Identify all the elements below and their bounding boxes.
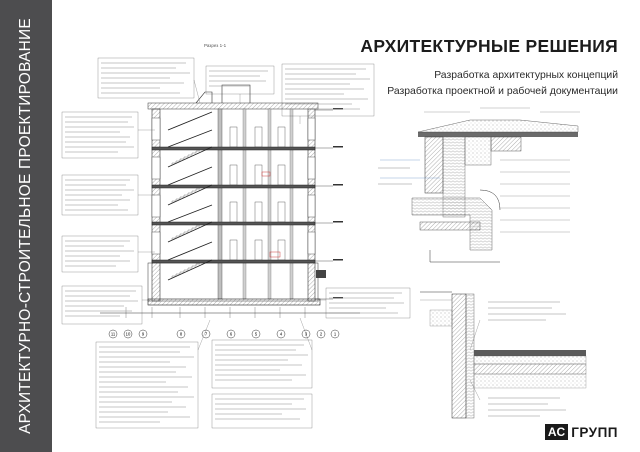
roof-slab: [147, 102, 319, 110]
axis-bubble: 1: [330, 329, 340, 339]
subtitle-documentation: Разработка проектной и рабочей документа…: [387, 86, 618, 97]
axis-label: 7: [205, 332, 208, 337]
roof-exit: [195, 91, 213, 104]
axis-bubble: 7: [201, 329, 211, 339]
callout-notes: [61, 57, 411, 429]
page-title: АРХИТЕКТУРНЫЕ РЕШЕНИЯ: [360, 36, 618, 56]
axis-bubble: 10: [123, 329, 133, 339]
axis-bubble: 9: [138, 329, 148, 339]
detail-floor-slab: [474, 350, 586, 356]
section-label: Разрез 1-1: [204, 43, 227, 48]
axis-label: 10: [126, 332, 131, 337]
axis-bubble: 8: [176, 329, 186, 339]
axis-label: 2: [320, 332, 323, 337]
axis-label: 11: [111, 332, 116, 337]
axis-label: 4: [280, 332, 283, 337]
axis-bubble: 6: [226, 329, 236, 339]
detail-insulation: [442, 136, 466, 218]
subtitle-concepts: Разработка архитектурных концепций: [434, 70, 618, 81]
company-logo: AC ГРУПП: [544, 424, 618, 440]
axis-label: 5: [255, 332, 258, 337]
entrance-canopy: [316, 270, 326, 278]
stair-wall: [217, 108, 223, 300]
axis-bubble: 5: [251, 329, 261, 339]
stair-flights: [167, 111, 213, 281]
detail-wall: [424, 136, 444, 194]
inner-wall-3: [289, 108, 294, 300]
axis-bubble: 11: [108, 329, 118, 339]
axis-label: 9: [142, 332, 145, 337]
axis-label: 1: [334, 332, 337, 337]
sidebar: АРХИТЕКТУРНО-СТРОИТЕЛЬНОЕ ПРОЕКТИРОВАНИЕ: [0, 0, 52, 452]
axis-label: 6: [230, 332, 233, 337]
axis-bubbles: 11 10 9 8 7 6 5 4 3 2 1: [108, 329, 340, 339]
axis-bubble: 4: [276, 329, 286, 339]
building-section: [100, 84, 360, 318]
detail-foundation-wall: [451, 293, 467, 419]
foundation-slab: [147, 298, 321, 306]
logo-mark: AC: [544, 424, 569, 440]
axis-bubble: 2: [316, 329, 326, 339]
inner-wall-2: [267, 108, 272, 300]
detail-roof-membrane: [418, 132, 578, 137]
inner-wall-1: [242, 108, 247, 300]
axis-label: 8: [180, 332, 183, 337]
foundation-detail: [420, 291, 587, 419]
axis-label: 3: [305, 332, 308, 337]
parapet-detail: [378, 107, 580, 263]
logo-text: ГРУПП: [571, 424, 618, 440]
